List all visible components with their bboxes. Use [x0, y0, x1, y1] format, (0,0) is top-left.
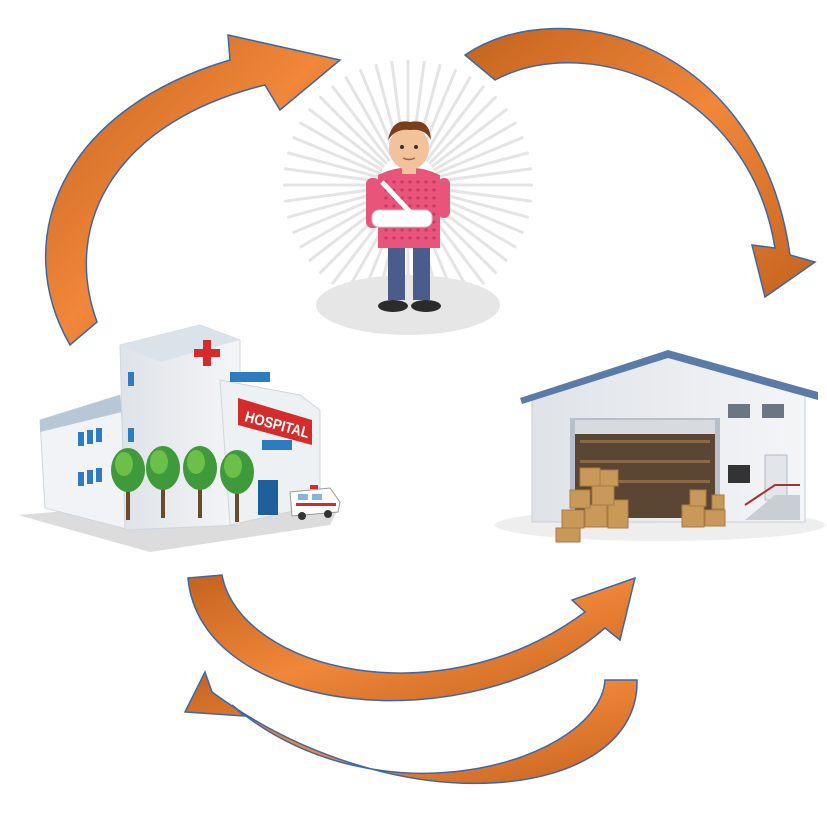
warehouse-icon: [520, 350, 818, 543]
glow-ray: [436, 191, 530, 219]
glow-ray: [435, 195, 525, 235]
glow-ray: [428, 95, 498, 165]
glow-ray: [436, 151, 530, 179]
cardboard-box: [681, 504, 705, 528]
cardboard-box: [607, 499, 629, 529]
trees: [111, 446, 254, 522]
patient-node: [283, 60, 533, 335]
glow-ray: [430, 107, 509, 168]
glow-ray: [286, 191, 380, 219]
glow-ray: [437, 187, 533, 203]
warehouse-node: [495, 350, 825, 543]
arrow-hospital-to-warehouse: [187, 574, 637, 702]
glow-ray: [428, 205, 498, 275]
glow-ray: [330, 84, 391, 163]
glow-ray: [425, 84, 486, 163]
arrow-shape: [44, 34, 342, 347]
glow-ray: [286, 151, 380, 179]
tree-icon: [146, 446, 180, 518]
arrow-warehouse-to-hospital: [183, 670, 638, 784]
arrow-shape: [463, 27, 817, 299]
floor-shadow: [316, 275, 500, 335]
tree-icon: [111, 448, 145, 520]
glow-ray: [435, 135, 525, 175]
tree-icon: [183, 446, 217, 518]
glow-ray: [283, 167, 379, 183]
arrow-patient-to-warehouse: [463, 27, 817, 299]
glow-ray: [291, 195, 381, 235]
cardboard-box: [561, 509, 585, 529]
injured-patient-icon: [366, 121, 450, 312]
glow-ray: [291, 135, 381, 175]
cardboard-box: [689, 489, 707, 507]
tree-icon: [220, 450, 254, 522]
cardboard-box: [579, 467, 601, 487]
cardboard-box: [555, 527, 581, 543]
arrow-shape: [187, 574, 637, 702]
cardboard-box: [569, 489, 591, 509]
cardboard-box: [704, 509, 726, 527]
glow-ray: [437, 167, 533, 183]
glow-ray: [433, 121, 518, 172]
glow-ray: [344, 75, 395, 160]
glow-ray: [283, 187, 379, 203]
hospital-building-icon: HOSPITAL: [39, 324, 341, 531]
cardboard-box: [591, 484, 615, 506]
red-cross-icon: [194, 340, 220, 366]
glow-ray: [307, 107, 386, 168]
hospital-node: HOSPITAL: [18, 324, 341, 552]
ambulance-icon: [289, 485, 341, 520]
cardboard-box: [711, 494, 725, 510]
cardboard-box: [599, 469, 619, 487]
glow-ray: [318, 95, 388, 165]
glow-ray: [421, 75, 472, 160]
arrow-hospital-to-patient: [44, 34, 342, 347]
arrow-shape: [183, 670, 638, 784]
glow-ray: [298, 121, 383, 172]
